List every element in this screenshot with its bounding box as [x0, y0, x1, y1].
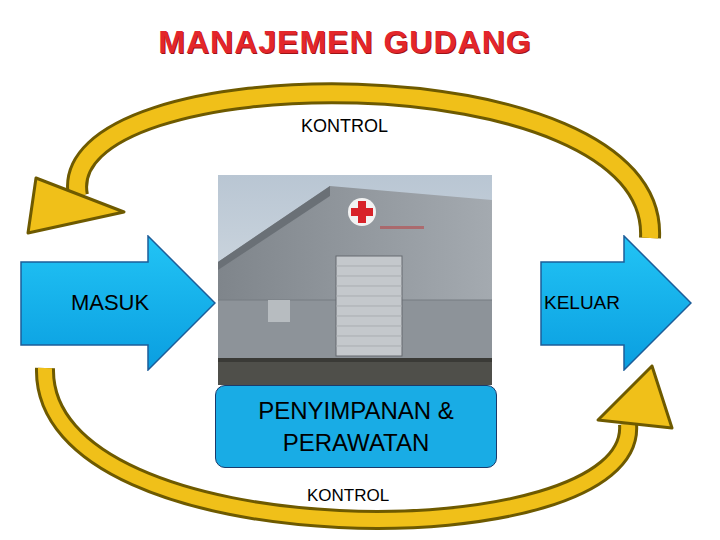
output-arrow: KELUAR	[540, 235, 692, 371]
cycle-arrow-bottom	[45, 366, 672, 520]
arrow-label: KELUAR	[540, 292, 624, 315]
diagram-title: MANAJEMEN GUDANG	[0, 24, 690, 61]
arrow-body	[21, 236, 215, 370]
input-arrow: MASUK	[20, 235, 216, 371]
storage-box: PENYIMPANAN & PERAWATAN	[215, 385, 497, 468]
control-label: KONTROL	[307, 486, 389, 506]
arrow-label: MASUK	[20, 290, 200, 316]
control-label: KONTROL	[301, 116, 388, 138]
warehouse-photo	[218, 175, 492, 385]
box-label: PENYIMPANAN & PERAWATAN	[226, 395, 486, 457]
arrow-body	[541, 236, 691, 370]
